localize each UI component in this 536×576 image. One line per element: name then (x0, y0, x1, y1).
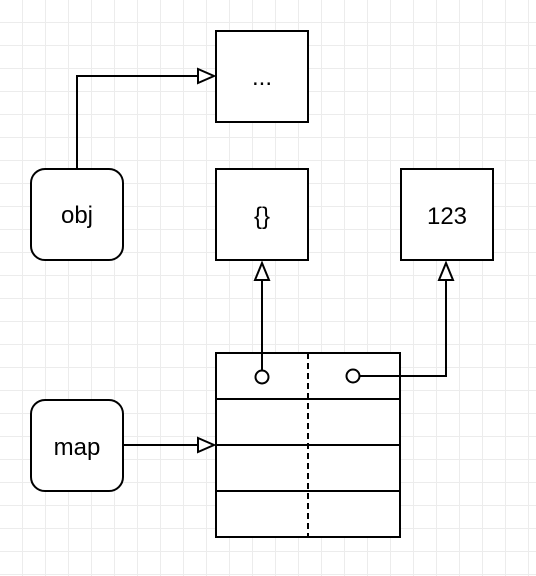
edge-obj-to-ellipsis (76, 67, 217, 169)
map-node[interactable]: map (30, 399, 124, 492)
ellipsis-label: ... (252, 64, 272, 91)
edge-value-to-number (345, 260, 455, 384)
obj-node[interactable]: obj (30, 168, 124, 261)
arrowhead (437, 260, 455, 281)
number-label: 123 (427, 203, 467, 230)
arrowhead (197, 436, 217, 454)
arrowhead (253, 260, 271, 281)
empty-object-box[interactable]: {} (215, 168, 309, 261)
arrowhead (197, 67, 217, 85)
empty-object-label: {} (254, 203, 270, 230)
obj-label: obj (61, 202, 93, 229)
ellipsis-box[interactable]: ... (215, 30, 309, 123)
pointer-dot (254, 369, 270, 385)
map-table[interactable] (215, 352, 401, 538)
pointer-dot (345, 368, 361, 384)
number-box[interactable]: 123 (400, 168, 494, 261)
edge-key-to-empty-object (253, 260, 271, 385)
edge-map-to-table (123, 436, 217, 454)
map-label: map (54, 434, 101, 461)
